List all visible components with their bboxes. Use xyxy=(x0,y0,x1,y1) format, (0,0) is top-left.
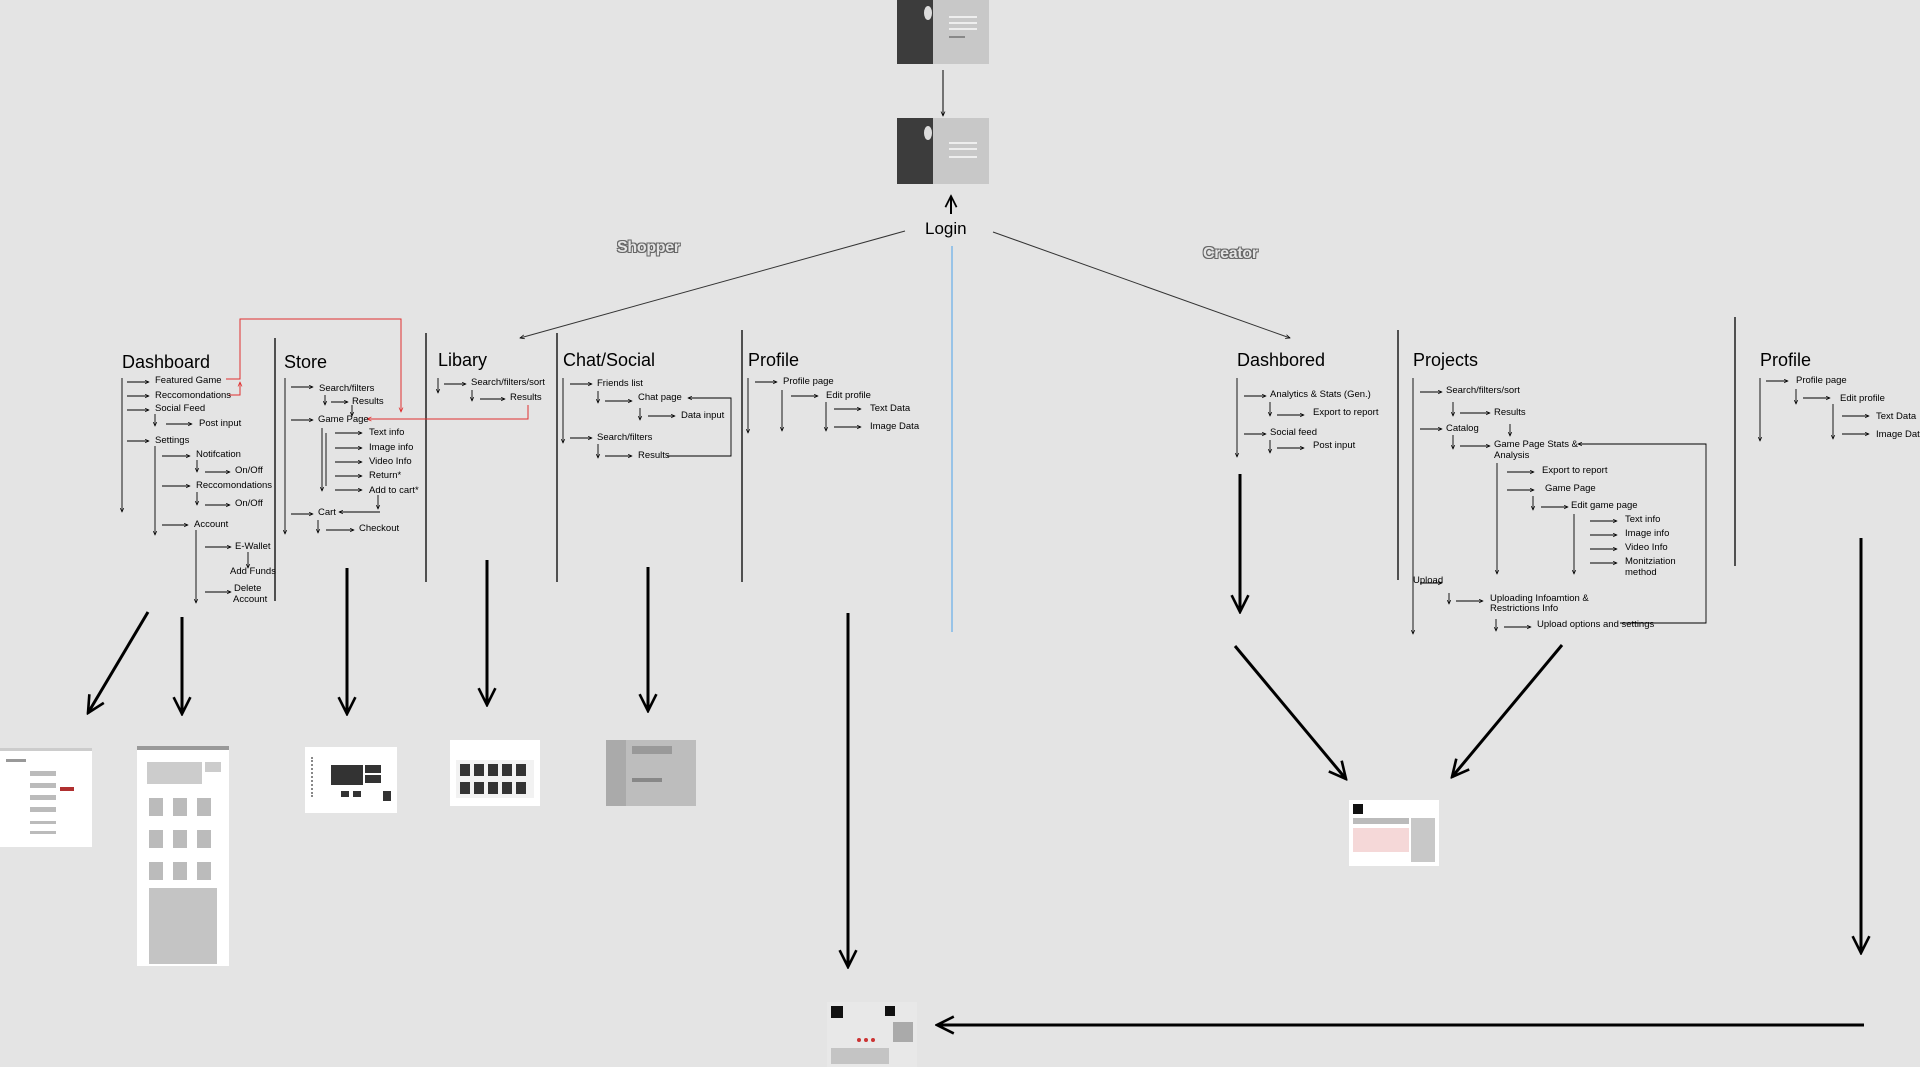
library-screen-thumbnail xyxy=(450,740,540,806)
chat-item: Data input xyxy=(681,410,725,421)
login-label: Login xyxy=(925,219,967,238)
wireframe-arrows xyxy=(88,474,1864,1025)
store-screen-thumbnail xyxy=(305,747,397,813)
chat-item: Results xyxy=(638,450,670,461)
creator-dashboard-item: Analytics & Stats (Gen.) xyxy=(1270,389,1371,400)
column-dividers xyxy=(274,317,1736,601)
chat-item: Friends list xyxy=(597,378,643,389)
projects-item: Video Info xyxy=(1625,542,1668,553)
projects-item: Export to report xyxy=(1542,465,1608,476)
creator-analytics-screen-thumbnail xyxy=(1349,800,1439,866)
projects-item: Game Page Stats & xyxy=(1494,439,1578,450)
cross-links xyxy=(226,318,529,419)
chat-item: Search/filters xyxy=(597,432,653,443)
projects-item: Monitziation xyxy=(1625,556,1676,567)
login-screen-thumbnail-top xyxy=(897,0,989,64)
projects-item: Upload options and settings xyxy=(1537,619,1655,630)
shopper-profile-item: Edit profile xyxy=(826,390,871,401)
creator-dashboard-tree xyxy=(1237,378,1304,457)
creator-role-label: Creator xyxy=(1203,245,1258,262)
dashboard-item: Social Feed xyxy=(155,403,206,414)
login-to-creator-line xyxy=(992,231,1290,338)
library-item: Search/filters/sort xyxy=(471,377,545,388)
login-to-shopper-line xyxy=(520,230,906,338)
profile-screen-thumbnail xyxy=(827,1002,917,1067)
creator-profile-tree xyxy=(1760,378,1869,441)
dashboard-item: On/Off xyxy=(235,465,263,476)
projects-item: Upload xyxy=(1413,575,1444,586)
creator-profile-item: Text Data xyxy=(1876,411,1917,422)
shopper-profile-item: Text Data xyxy=(870,403,911,414)
dashboard-item: Featured Game xyxy=(155,375,222,386)
projects-tree xyxy=(1413,378,1707,634)
creator-dashboard-item: Social feed xyxy=(1270,427,1318,438)
store-item: Image info xyxy=(369,442,414,453)
dashboard-item: Reccomondations xyxy=(155,390,232,401)
store-item: Add to cart* xyxy=(369,485,419,496)
creator-dashboard-item: Export to report xyxy=(1313,407,1379,418)
store-item: Text info xyxy=(369,427,405,438)
dashboard-item: Account xyxy=(233,594,268,605)
shopper-profile-tree xyxy=(748,378,861,433)
projects-item: Catalog xyxy=(1446,423,1479,434)
projects-item: Text info xyxy=(1625,514,1661,525)
projects-item: Analysis xyxy=(1494,450,1530,461)
dashboard-item: Add Funds xyxy=(230,566,276,577)
dashboard-item: Notifcation xyxy=(196,449,241,460)
library-item: Results xyxy=(510,392,542,403)
dashboard-item: E-Wallet xyxy=(235,541,271,552)
login-screen-thumbnail xyxy=(897,118,989,184)
shopper-profile-item: Profile page xyxy=(783,376,834,387)
store-title: Store xyxy=(284,352,328,372)
shopper-profile-title: Profile xyxy=(748,350,800,370)
store-item: Cart xyxy=(318,507,336,518)
shopper-dashboard-title: Dashboard xyxy=(122,352,211,372)
projects-item: Image info xyxy=(1625,528,1670,539)
chat-title: Chat/Social xyxy=(563,350,656,370)
creator-profile-title: Profile xyxy=(1760,350,1812,370)
store-item: Game Page xyxy=(318,414,369,425)
store-item: Video Info xyxy=(369,456,412,467)
library-title: Libary xyxy=(438,350,488,370)
shopper-role-label: Shopper xyxy=(617,239,680,256)
dashboard-item: Post input xyxy=(199,418,242,429)
projects-item: Restrictions Info xyxy=(1490,603,1559,614)
dashboard-item: Reccomondations xyxy=(196,480,273,491)
projects-title: Projects xyxy=(1413,350,1479,370)
creator-profile-item: Profile page xyxy=(1796,375,1847,386)
dashboard-item: Settings xyxy=(155,435,190,446)
creator-profile-item: Edit profile xyxy=(1840,393,1885,404)
chat-tree xyxy=(563,378,732,458)
dashboard-screen-thumbnail xyxy=(137,746,229,966)
shopper-dashboard-tree xyxy=(122,378,248,603)
creator-dashboard-item: Post input xyxy=(1313,440,1356,451)
projects-item: Edit game page xyxy=(1571,500,1638,511)
projects-item: Search/filters/sort xyxy=(1446,385,1520,396)
settings-screen-thumbnail xyxy=(0,748,92,847)
projects-item: Uploading Infoamtion & xyxy=(1490,593,1589,604)
creator-dashboard-title: Dashbored xyxy=(1237,350,1326,370)
store-item: Checkout xyxy=(359,523,400,534)
chat-screen-thumbnail xyxy=(606,740,696,806)
projects-item: method xyxy=(1625,567,1657,578)
projects-item: Results xyxy=(1494,407,1526,418)
chat-item: Chat page xyxy=(638,392,682,403)
store-item: Search/filters xyxy=(319,383,375,394)
dashboard-item: Delete xyxy=(234,583,262,594)
store-item: Return* xyxy=(369,470,402,481)
library-tree xyxy=(438,378,505,401)
dashboard-item: On/Off xyxy=(235,498,263,509)
projects-item: Game Page xyxy=(1545,483,1596,494)
creator-profile-item: Image Data xyxy=(1876,429,1920,440)
store-tree xyxy=(285,378,380,534)
store-item: Results xyxy=(352,396,384,407)
dashboard-item: Account xyxy=(194,519,229,530)
shopper-profile-item: Image Data xyxy=(870,421,920,432)
